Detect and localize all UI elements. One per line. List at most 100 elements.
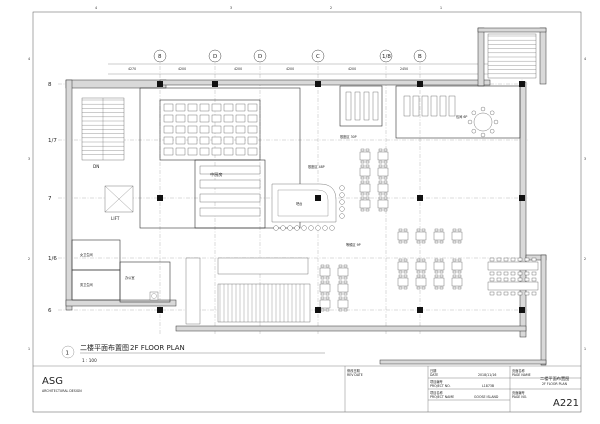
project-name-label-en: PROJECT NAME [430,395,454,399]
kitchen-equipment [247,125,258,134]
kitchen-counter [199,179,261,189]
dining-table [337,267,349,277]
dining-chair [398,258,403,262]
bar-stool [280,225,286,231]
dining-table [451,231,463,241]
border-ref-left: 1 [28,347,30,351]
bar-stool [322,225,328,231]
dining-chair [360,160,365,164]
border-ref-left: 3 [28,157,30,161]
dining-chair [320,264,325,268]
booth-seat [412,95,420,117]
dining-chair [434,286,439,290]
structural-column [157,307,163,313]
private-room-label: 包间 6P [456,114,467,119]
kitchen-equipment [175,136,186,145]
booth-seat [421,95,429,117]
dining-table [451,261,463,271]
bar-stool [308,225,314,231]
booth-seat [430,95,438,117]
dining-chair [403,270,408,274]
dining-table [337,283,349,293]
long-table-chair [496,257,502,262]
structural-column [519,195,525,201]
dining-chair [457,274,462,278]
dining-chair [452,286,457,290]
grid-label-left: 8 [48,82,52,88]
round-table-chair [490,129,495,134]
dining-chair [338,296,343,300]
kitchen-equipment [175,125,186,134]
grid-label-top: 8 [158,54,162,60]
kitchen-equipment [235,114,246,123]
kitchen-equipment [163,103,174,112]
dining-chair [378,208,383,212]
dining-table [377,151,389,161]
dining-chair [378,176,383,180]
long-table-chair [503,257,509,262]
long-table-chair [510,291,516,296]
dining-chair [439,228,444,232]
dining-chair [383,148,388,152]
page-name-cn: 二楼平面布置图 [540,375,569,382]
kitchen-zone: 中厨房 [139,87,301,229]
border-ref-top: 3 [230,6,232,10]
kitchen-equipment [163,114,174,123]
private-room: 包间 6P [395,85,521,139]
structural-column [315,81,321,87]
dining-chair [360,164,365,168]
date-label-cn: 日期 [430,368,436,373]
dining-table [397,261,409,271]
dining-table [433,277,445,287]
drawing-title: 1 二楼平面布置图 2F FLOOR PLAN 1 : 100 [61,343,325,363]
kitchen-equipment [235,136,246,145]
dining-chair [398,274,403,278]
kitchen-equipment [211,103,222,112]
kitchen-equipment [223,136,234,145]
bar-stool [339,192,345,198]
long-table-chair [524,291,530,296]
border-ref-right: 3 [584,157,586,161]
border-ref-right: 1 [584,347,586,351]
long-table-chair [496,277,502,282]
dining-chair [398,228,403,232]
structural-column [417,307,423,313]
dining-chair [421,240,426,244]
grid-label-left: 1/7 [48,138,57,144]
lift-label: LIFT [111,216,120,221]
sheet-border [32,11,582,413]
round-table-chair [467,119,473,125]
dining-chair [320,292,325,296]
kitchen-equipment [235,147,246,156]
bar-stool [287,225,293,231]
project-no-label-en: PROJECT NO. [430,384,451,388]
dining-chair [320,276,325,280]
round-table-chair [493,119,499,125]
round-table-chair [471,110,476,115]
structural-column [157,81,163,87]
revision-label-cn: 修改日期 [347,368,360,373]
dining-chair [398,270,403,274]
dining-table [415,231,427,241]
dining-table [359,199,371,209]
dining-chair [383,196,388,200]
kitchen-equipment [211,114,222,123]
grid-bubble [311,49,325,63]
long-table-chair [496,271,502,276]
toilets-west: 女卫生间 男卫生间 办公室 [71,239,171,303]
dining-chair [320,296,325,300]
dining-chair [343,308,348,312]
dining-table [433,231,445,241]
grid-bubble [208,49,222,63]
dining-chair [378,180,383,184]
round-table-chair [471,129,476,134]
dining-chair [383,160,388,164]
dining-chair [325,264,330,268]
dining-table [415,261,427,271]
grid-bubble [153,49,167,63]
border-ref-top: 2 [330,6,332,10]
revision-label-en: REV DATE [347,373,363,377]
bar-stool [273,225,279,231]
structural-column [157,195,163,201]
